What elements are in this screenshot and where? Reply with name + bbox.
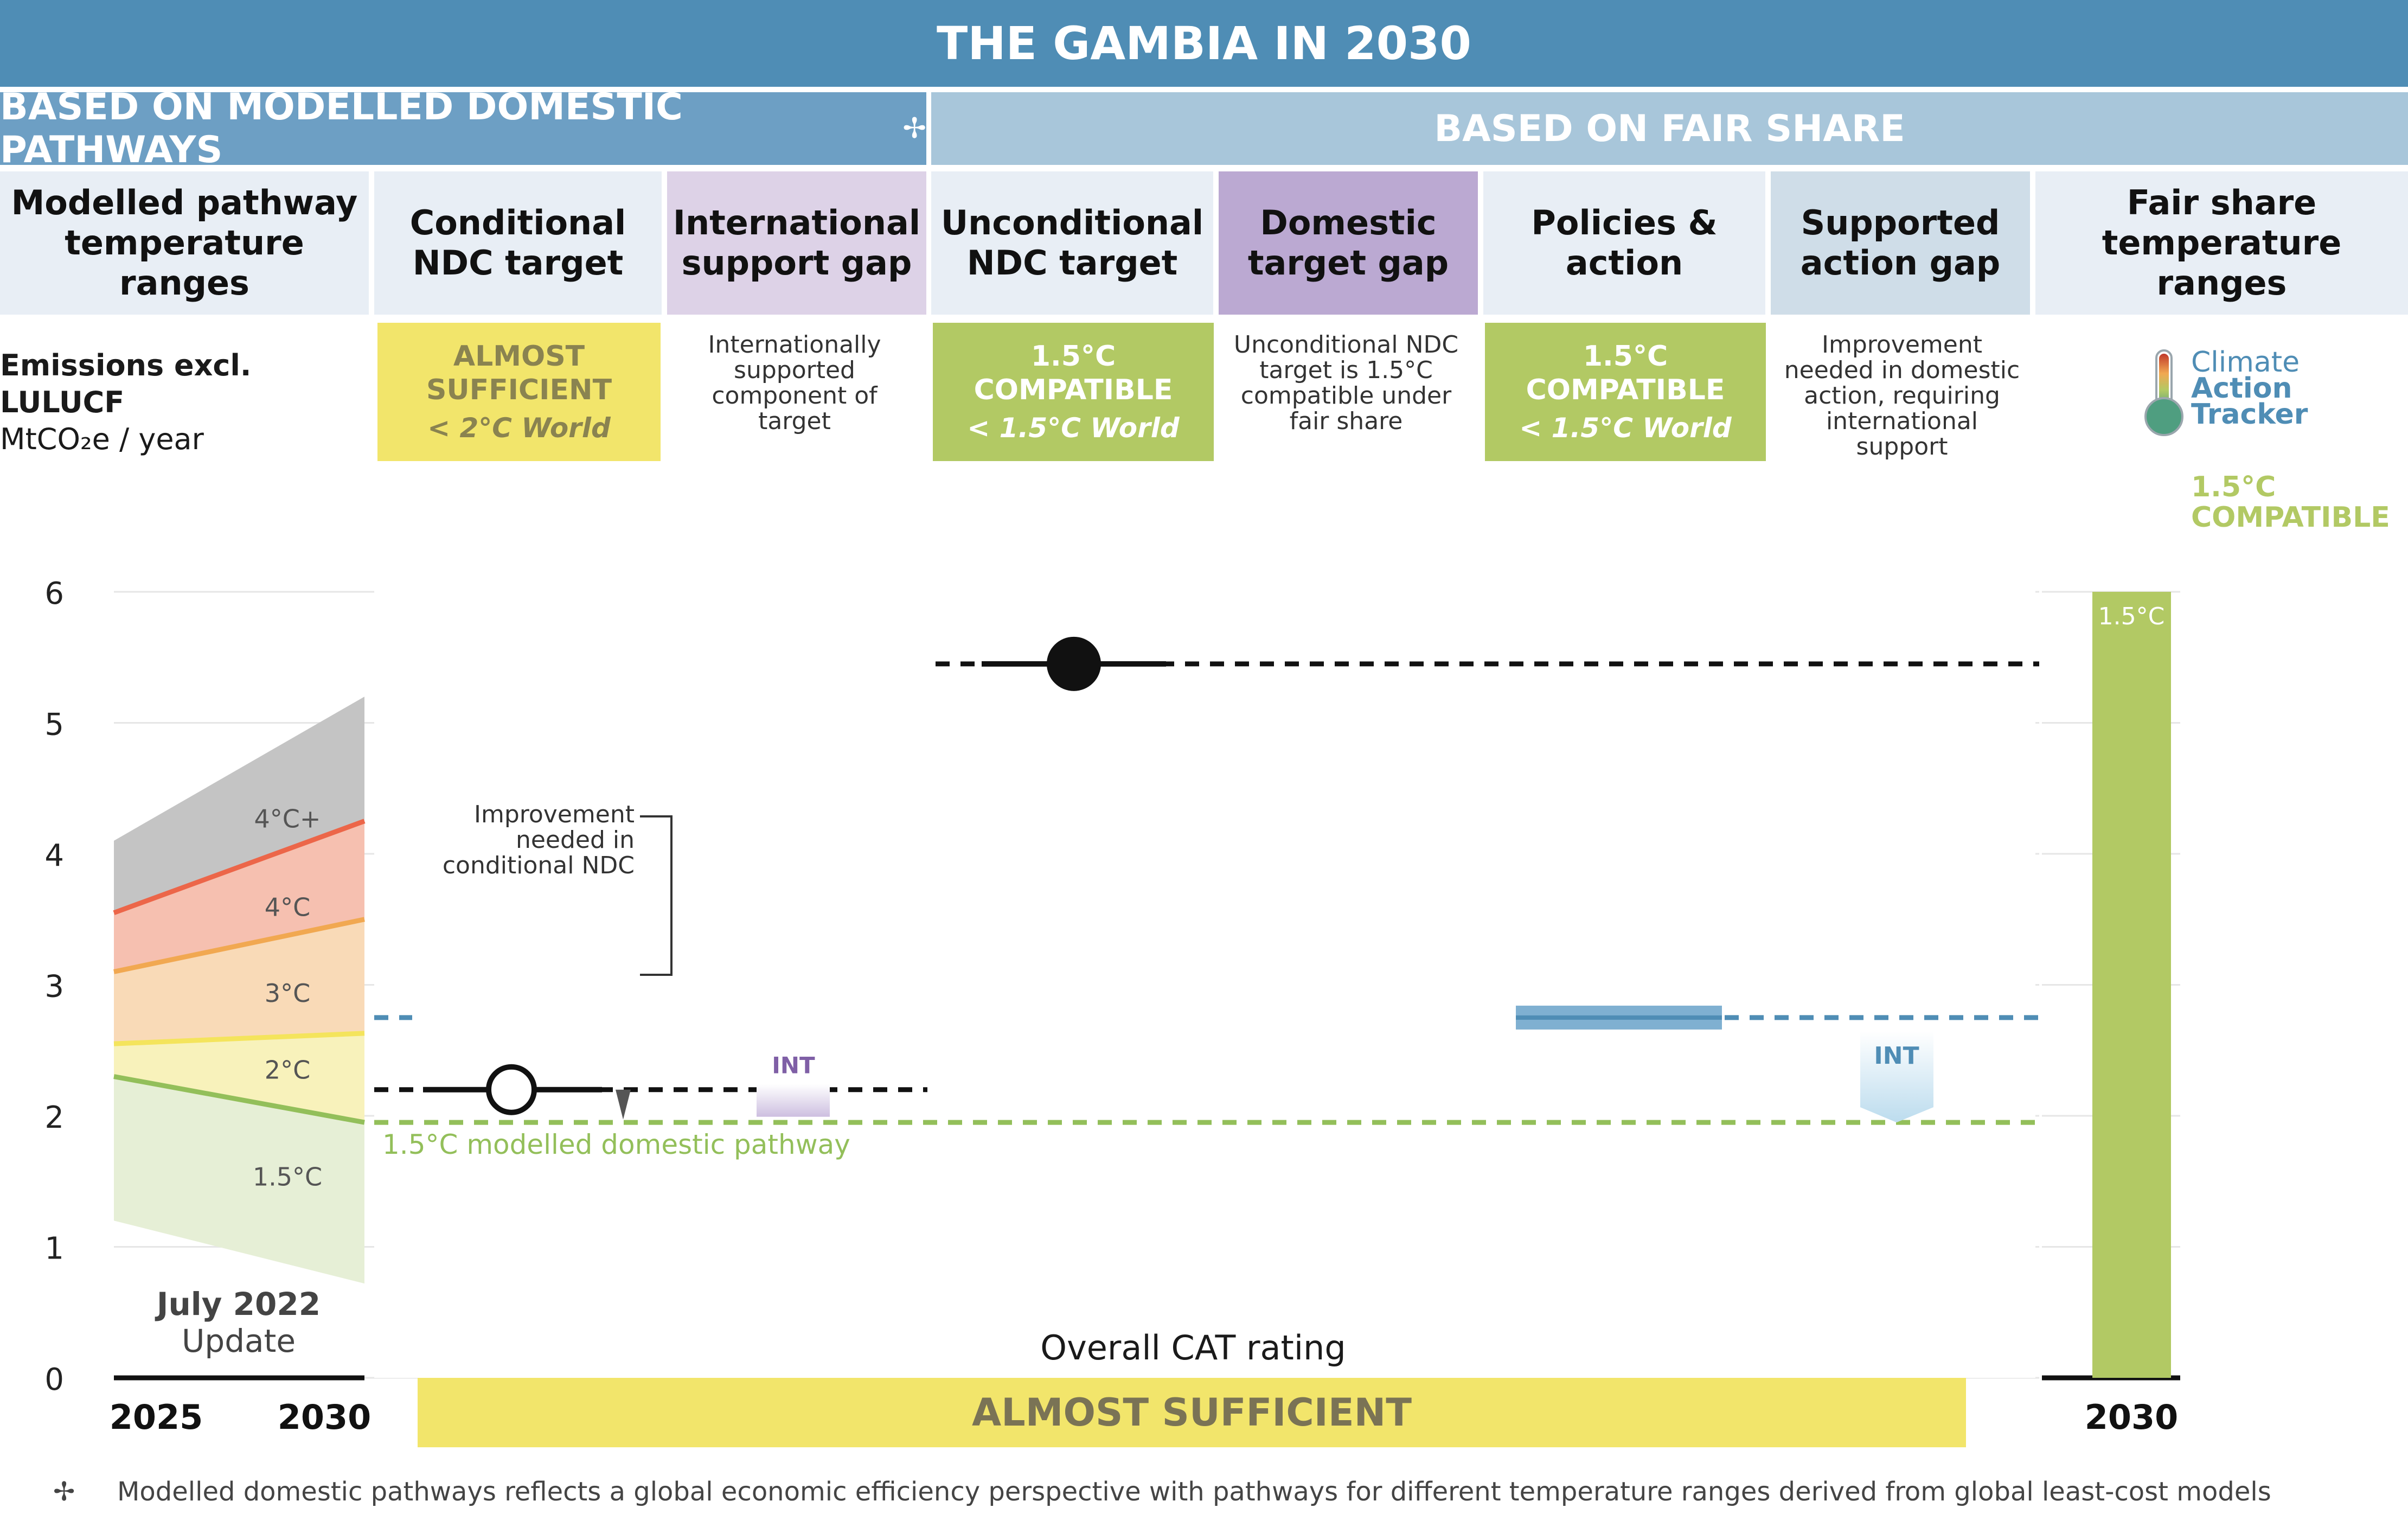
band-label: 4°C+ (254, 804, 321, 834)
band-4 (114, 1076, 364, 1284)
logo-line2: Action (2191, 372, 2292, 405)
update-label: July 2022 Update (136, 1286, 342, 1359)
y-axis-label-line2: MtCO₂e / year (0, 422, 204, 456)
section-fair-share-label: BASED ON FAIR SHARE (1434, 107, 1905, 150)
rating-policies-sub: < 1.5°C World (1519, 412, 1732, 444)
col-header-supported-gap-label: Supported action gap (1800, 203, 2001, 283)
note-improvement-conditional: Improvement needed in conditional NDC (442, 801, 635, 879)
col-header-policies: Policies & action (1483, 171, 1765, 315)
y-tick-label: 2 (44, 1100, 64, 1135)
y-axis-label: Emissions excl. LULUCF MtCO₂e / year (0, 347, 380, 458)
band-0 (114, 697, 364, 913)
y-tick-label: 3 (44, 969, 64, 1005)
footnote-mark: ✢ (53, 1477, 75, 1507)
int-support-box (757, 1084, 830, 1117)
pathway-line-2 (113, 1031, 365, 1046)
pathway-line-1 (113, 917, 365, 974)
int-label-conditional: INT (772, 1052, 815, 1079)
overall-rating-bar: ALMOST SUFFICIENT (418, 1378, 1966, 1447)
col-header-supported-gap: Supported action gap (1771, 171, 2030, 315)
y-tick-label: 0 (44, 1362, 64, 1397)
col-header-domestic-gap: Domestic target gap (1219, 171, 1478, 315)
fair-share-15-bar (2092, 592, 2171, 1378)
col-header-modelled-label: Modelled pathway temperature ranges (11, 183, 358, 303)
col-header-unconditional: Unconditional NDC target (931, 171, 1213, 315)
section-modelled-label: BASED ON MODELLED DOMESTIC PATHWAYS (0, 86, 683, 171)
band-2 (114, 919, 364, 1044)
x-tick-label: 2030 (2085, 1397, 2179, 1437)
fair-share-bar-label: 1.5°C (2098, 603, 2165, 630)
note-supported-action-gap: Improvement needed in domestic action, r… (1784, 331, 2020, 461)
y-tick-label: 6 (44, 576, 64, 611)
pathway-line-3 (113, 1074, 365, 1125)
rating-unconditional-label: 1.5°C COMPATIBLE (974, 340, 1173, 406)
band-label: 2°C (265, 1056, 310, 1085)
band-label: 3°C (265, 979, 310, 1008)
modelled-15-pathway-label: 1.5°C modelled domestic pathway (382, 1129, 850, 1160)
pathway-line-0 (113, 819, 366, 915)
footnote-text: Modelled domestic pathways reflects a gl… (117, 1477, 2271, 1507)
band-label: 1.5°C (253, 1162, 322, 1191)
section-fair-share: BASED ON FAIR SHARE (931, 92, 2408, 165)
x-tick-label: 2030 (278, 1397, 372, 1437)
logo-line3: Tracker (2191, 398, 2308, 431)
rating-conditional-sub: < 2°C World (427, 412, 611, 444)
y-tick-label: 5 (44, 707, 64, 743)
improvement-arrow-icon (616, 1089, 631, 1120)
int-supported-marker (1860, 1031, 1933, 1123)
unconditional-ndc-marker (1047, 636, 1101, 691)
y-axis-label-line1: Emissions excl. LULUCF (0, 348, 252, 419)
x-tick-label: 2025 (110, 1397, 203, 1437)
title-banner: THE GAMBIA IN 2030 (0, 0, 2408, 87)
col-header-policies-label: Policies & action (1531, 203, 1718, 283)
plot-background (374, 586, 2035, 1378)
overall-rating-label: ALMOST SUFFICIENT (972, 1390, 1412, 1435)
rating-conditional: ALMOST SUFFICIENT < 2°C World (377, 323, 661, 461)
int-label-supported: INT (1874, 1042, 1919, 1070)
col-header-conditional-label: Conditional NDC target (409, 203, 626, 283)
improvement-bracket (640, 815, 673, 976)
fair-share-rating: 1.5°C COMPATIBLE (2191, 472, 2390, 533)
cat-logo: Climate Action Tracker (2142, 343, 2370, 436)
band-label: 4°C (265, 893, 310, 922)
update-line1: July 2022 (156, 1286, 321, 1323)
logo-line1: Climate (2191, 346, 2300, 379)
rating-unconditional-sub: < 1.5°C World (967, 412, 1180, 444)
band-3 (114, 1033, 364, 1123)
band-1 (114, 821, 364, 972)
y-tick-label: 1 (44, 1231, 64, 1267)
thermometer-icon (2144, 349, 2183, 436)
conditional-ndc-marker (486, 1064, 537, 1115)
overall-caption: Overall CAT rating (1040, 1328, 1346, 1368)
col-header-domestic-gap-label: Domestic target gap (1247, 203, 1449, 283)
section-modelled-mark: ✢ (902, 112, 926, 145)
col-header-fair-share: Fair share temperature ranges (2035, 171, 2408, 315)
rating-policies: 1.5°C COMPATIBLE < 1.5°C World (1485, 323, 1766, 461)
page-title: THE GAMBIA IN 2030 (937, 17, 1471, 70)
col-header-modelled: Modelled pathway temperature ranges (0, 171, 369, 315)
fair-share-rating-line1: 1.5°C (2191, 471, 2276, 503)
col-header-unconditional-label: Unconditional NDC target (940, 203, 1204, 283)
col-header-conditional: Conditional NDC target (374, 171, 662, 315)
col-header-intl-gap: International support gap (667, 171, 926, 315)
rating-unconditional: 1.5°C COMPATIBLE < 1.5°C World (933, 323, 1214, 461)
rating-policies-label: 1.5°C COMPATIBLE (1526, 340, 1725, 406)
note-intl-support-gap: Internationally supported component of t… (708, 331, 881, 435)
col-header-fair-share-label: Fair share temperature ranges (2102, 183, 2342, 303)
col-header-intl-gap-label: International support gap (673, 203, 921, 283)
rating-conditional-label: ALMOST SUFFICIENT (426, 340, 612, 406)
note-domestic-target-gap: Unconditional NDC target is 1.5°C compat… (1233, 331, 1459, 435)
update-line2: Update (181, 1323, 296, 1359)
y-tick-label: 4 (44, 838, 64, 873)
fair-share-rating-line2: COMPATIBLE (2191, 501, 2390, 534)
section-modelled: BASED ON MODELLED DOMESTIC PATHWAYS ✢ (0, 86, 926, 171)
